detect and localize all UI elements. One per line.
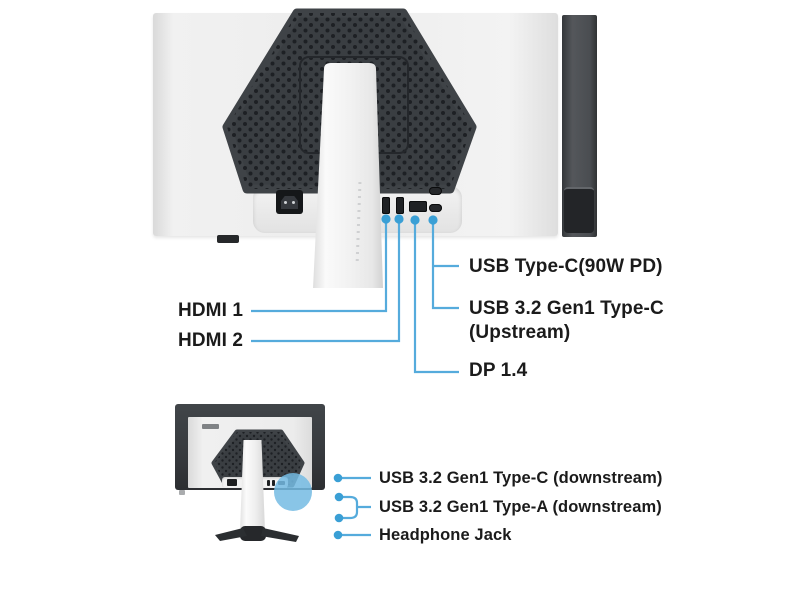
small-monitor-notch [179,490,185,495]
port-highlight-circle [274,473,312,511]
callout-line-dp [413,223,459,374]
label-usb-type-c-90w: USB Type-C(90W PD) [469,256,663,277]
usb-type-c-port-top [429,187,442,195]
hdmi2-port [396,197,404,214]
label-dp-14: DP 1.4 [469,360,528,381]
port-marker-dot-type-a-2 [334,513,344,523]
port-marker-dot-type-a-1 [334,492,344,502]
label-usb-32-gen1-type-c-upstream: USB 3.2 Gen1 Type-C (Upstream) [469,297,664,345]
brand-logo [202,424,219,429]
label-usb-32-gen1-type-c-line2: (Upstream) [469,322,571,343]
power-pin-right [292,201,295,204]
port-marker-dot-headphone [333,530,343,540]
label-hdmi1: HDMI 1 [178,300,243,321]
side-edge-inset-block [564,187,594,233]
small-power-inlet-port [227,479,237,486]
small-port-mark-2 [272,480,275,486]
label-usb-32-gen1-type-a-downstream: USB 3.2 Gen1 Type-A (downstream) [379,498,662,516]
power-pin-left [284,201,287,204]
power-inlet-port [276,190,303,214]
displayport-port [409,201,427,212]
label-hdmi2: HDMI 2 [178,330,243,351]
label-headphone-jack: Headphone Jack [379,526,512,544]
callout-bracket-type-a [343,495,371,520]
hdmi1-port [382,197,390,214]
small-stand-column [240,440,265,531]
monitor-bottom-tab [217,235,239,243]
label-usb-32-gen1-type-c-line1: USB 3.2 Gen1 Type-C [469,298,664,319]
callout-line-hdmi2 [251,222,401,343]
power-inlet-contacts [281,196,298,209]
port-marker-dot-downstream-c [333,473,343,483]
small-port-mark-1 [267,480,270,486]
usb-type-c-port-bottom [429,204,442,212]
label-usb-32-gen1-type-c-downstream: USB 3.2 Gen1 Type-C (downstream) [379,469,663,487]
